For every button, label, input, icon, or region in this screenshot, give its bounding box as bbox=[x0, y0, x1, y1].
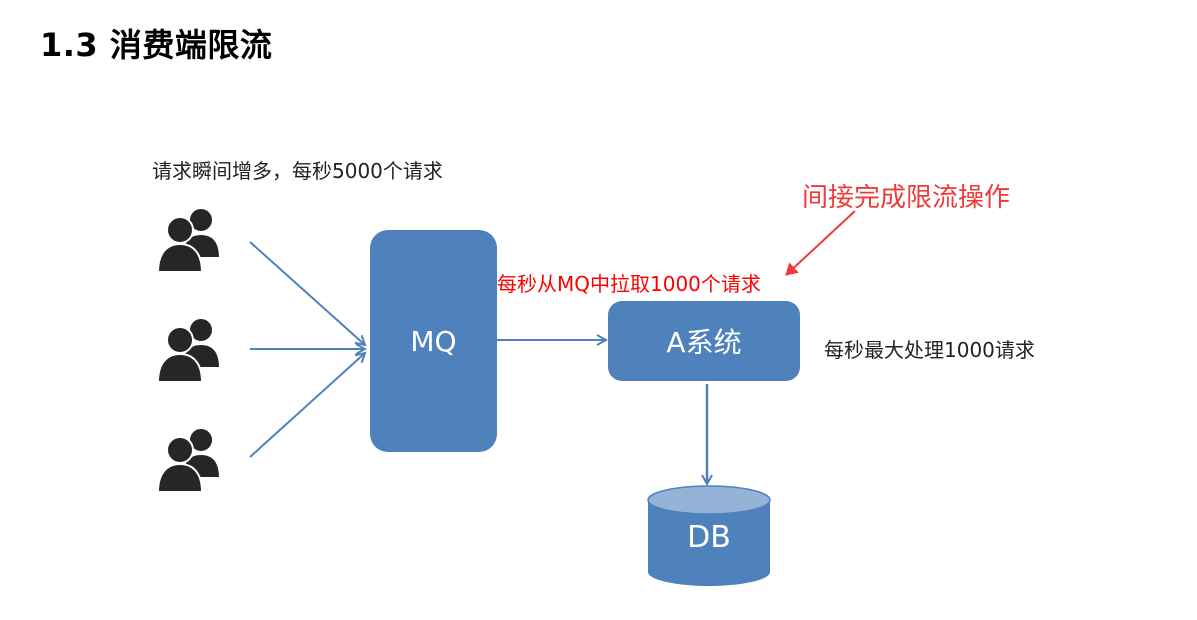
users-icon-1 bbox=[157, 207, 221, 273]
users-icon-3 bbox=[157, 427, 221, 493]
annotation-label: 间接完成限流操作 bbox=[802, 183, 1011, 213]
pull-rate-label: 每秒从MQ中拉取1000个请求 bbox=[497, 272, 761, 296]
a-system-label: A系统 bbox=[666, 326, 742, 359]
a-system-node: A系统 bbox=[608, 301, 800, 381]
arrow-users-3-to-mq bbox=[249, 353, 365, 458]
page-title: 1.3 消费端限流 bbox=[40, 26, 273, 64]
mq-label: MQ bbox=[410, 324, 457, 358]
db-cylinder bbox=[647, 485, 771, 586]
arrow-users-1-to-mq bbox=[249, 241, 365, 345]
db-label: DB bbox=[687, 520, 731, 555]
users-icon-2 bbox=[157, 317, 221, 383]
annotation-arrow bbox=[785, 210, 856, 276]
users-label: 请求瞬间增多，每秒5000个请求 bbox=[152, 159, 443, 183]
capacity-label: 每秒最大处理1000请求 bbox=[824, 338, 1035, 362]
mq-node: MQ bbox=[370, 230, 497, 452]
